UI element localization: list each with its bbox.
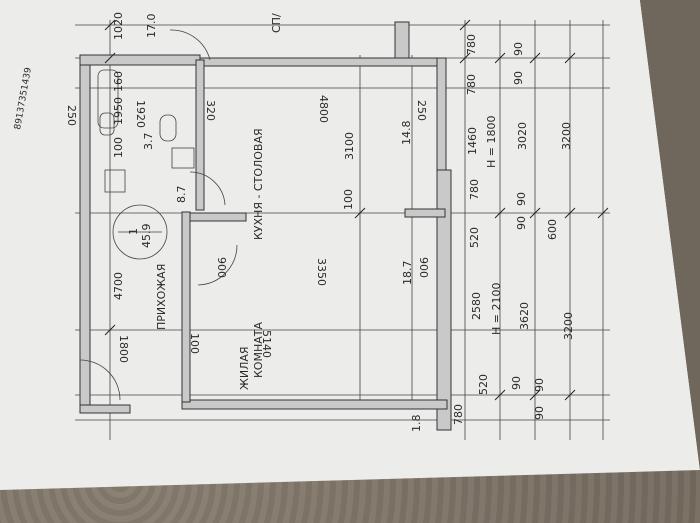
dim-100-c: 100 [112,137,125,158]
living-label-2: КОМНАТА [252,322,265,378]
dim-100-a: 100 [342,189,355,210]
paper-shadow [640,0,700,470]
dim-520-a: 520 [468,227,481,248]
tick-marks [104,19,609,401]
dim-3620: 3620 [518,302,531,330]
dim-5140: 5140 [260,330,273,358]
bathtub [97,69,119,129]
dim-90-a: 90 [512,42,525,56]
dimension-lines [75,20,610,440]
dim-3350: 3350 [315,258,328,286]
hall-area: 8.7 [175,186,188,204]
dim-3200-b: 3200 [562,312,575,340]
dim-600: 600 [546,219,559,240]
bath-area: 3.7 [142,133,155,151]
dim-780-c: 780 [468,179,481,200]
paper-sheet [0,0,700,490]
toilet [159,114,177,142]
dim-900-b: 900 [417,257,430,278]
dim-4700: 4700 [112,272,125,300]
dim-3100: 3100 [343,132,356,160]
dim-90-b: 90 [512,71,525,85]
dim-1800: 1800 [117,335,130,363]
living-area: 18.7 [401,261,414,286]
sink [99,112,115,136]
dim-1020: 1020 [112,12,125,40]
dim-160: 160 [112,71,125,92]
apartment-area: 45.9 [140,224,153,249]
hallway-label: ПРИХОЖАЯ [155,264,168,330]
dim-90-e: 90 [510,376,523,390]
dim-1460: 1460 [466,127,479,155]
bottom-area: 1.8 [410,415,423,433]
dim-780-b: 780 [465,74,478,95]
dim-780-d: 780 [452,404,465,425]
dim-100-b: 100 [188,333,201,354]
dim-3200-a: 3200 [560,122,573,150]
h-1800: H = 1800 [485,116,498,168]
apartment-marker-circle [112,204,168,260]
rotated-labels: КУХНЯ - СТОЛОВАЯ ПРИХОЖАЯ ЖИЛАЯ КОМНАТА … [13,12,575,432]
washer [171,147,195,169]
top-area: 17.0 [145,14,158,39]
dim-90-f: 90 [533,378,546,392]
kitchen-area: 14.8 [400,121,413,146]
dim-250-a: 250 [65,105,78,126]
dim-320: 320 [204,100,217,121]
living-label-1: ЖИЛАЯ [238,346,251,390]
dim-900-a: 900 [215,257,228,278]
door-swings [79,29,238,401]
dim-250-b: 250 [415,100,428,121]
h-2100: H = 2100 [490,283,503,335]
dim-1950: 1950 [112,97,125,125]
dim-90-c: 90 [515,192,528,206]
dim-1920: 1920 [134,100,147,128]
kitchen-label: КУХНЯ - СТОЛОВАЯ [252,128,265,240]
dim-4800: 4800 [317,95,330,123]
apartment-number: 1 [127,228,140,235]
dim-520-b: 520 [477,374,490,395]
dim-90-d: 90 [515,216,528,230]
bathroom-fixtures [97,69,195,193]
walls [79,21,452,431]
dim-2580: 2580 [470,292,483,320]
dim-3020: 3020 [516,122,529,150]
dim-780-a: 780 [465,34,478,55]
dim-90-g: 90 [533,406,546,420]
top-right-label: СП/ [270,13,283,33]
cabinet [104,169,126,193]
